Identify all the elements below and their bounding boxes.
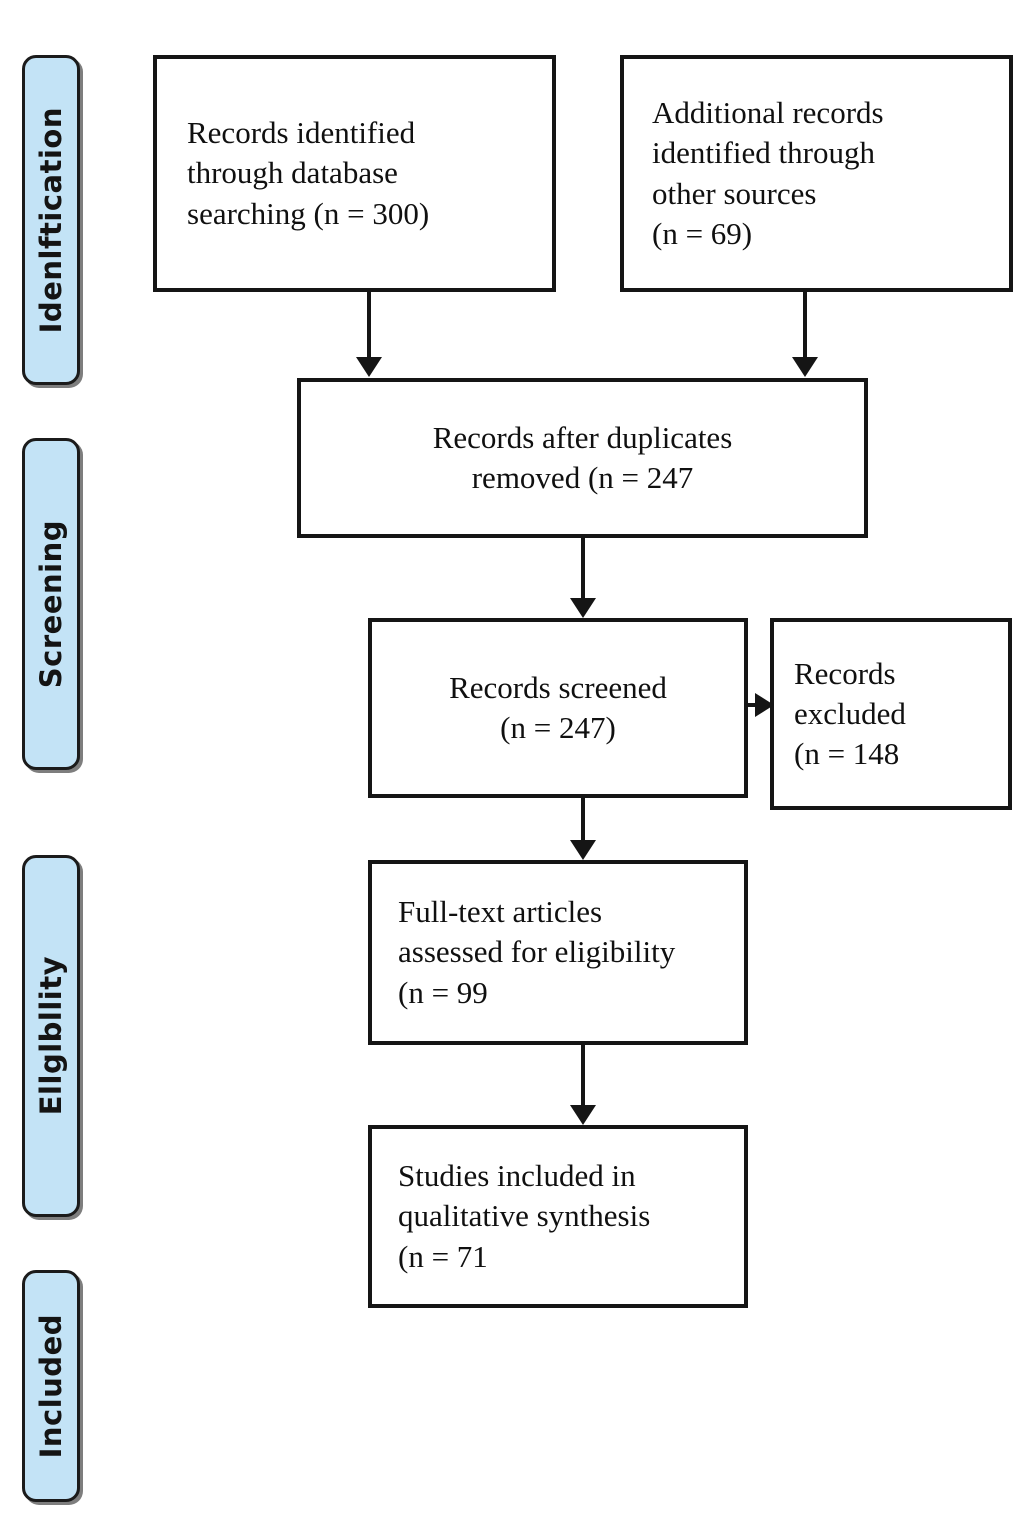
box-records-after-duplicates: Records after duplicates removed (n = 24… xyxy=(297,378,868,538)
box-additional-records-other-sources-text: Additional records identified through ot… xyxy=(652,94,884,251)
box-records-screened-text: Records screened (n = 247) xyxy=(449,669,667,745)
box-records-after-duplicates-text: Records after duplicates removed (n = 24… xyxy=(432,419,733,495)
stage-tab-eligibility-label: Ellglbllity xyxy=(34,956,68,1116)
stage-tab-eligibility: Ellglbllity xyxy=(22,855,80,1217)
connector-screened-to-excluded-line xyxy=(748,703,760,707)
box-full-text-assessed: Full-text articles assessed for eligibil… xyxy=(368,860,748,1045)
stage-tab-included-label: Included xyxy=(34,1313,68,1459)
stage-tab-screening: Screening xyxy=(22,438,80,770)
stage-tab-identification: Idenlftication xyxy=(22,55,80,385)
connector-screened-to-fulltext-arrow xyxy=(570,840,596,860)
box-records-screened: Records screened (n = 247) xyxy=(368,618,748,798)
box-records-excluded-text: Records excluded (n = 148 xyxy=(794,655,906,772)
connector-duplicates-to-screened-arrow xyxy=(570,598,596,618)
connector-screened-to-fulltext-line xyxy=(581,798,585,842)
connector-other-sources-to-duplicates-line xyxy=(803,292,807,359)
connector-other-sources-to-duplicates-arrow xyxy=(792,357,818,377)
box-records-identified-database: Records identified through database sear… xyxy=(153,55,556,292)
box-records-identified-database-text: Records identified through database sear… xyxy=(187,115,430,231)
connector-database-to-duplicates-line xyxy=(367,292,371,359)
stage-tab-included: Included xyxy=(22,1270,80,1502)
connector-fulltext-to-included-line xyxy=(581,1045,585,1107)
box-additional-records-other-sources: Additional records identified through ot… xyxy=(620,55,1013,292)
connector-fulltext-to-included-arrow xyxy=(570,1105,596,1125)
box-studies-included-text: Studies included in qualitative synthesi… xyxy=(398,1158,651,1274)
connector-database-to-duplicates-arrow xyxy=(356,357,382,377)
stage-tab-screening-label: Screening xyxy=(34,519,68,689)
connector-duplicates-to-screened-line xyxy=(581,538,585,600)
box-full-text-assessed-text: Full-text articles assessed for eligibil… xyxy=(398,894,676,1010)
box-studies-included: Studies included in qualitative synthesi… xyxy=(368,1125,748,1308)
stage-tab-identification-label: Idenlftication xyxy=(34,106,68,334)
connector-screened-to-excluded-arrow xyxy=(755,693,774,717)
box-records-excluded: Records excluded (n = 148 xyxy=(770,618,1012,810)
